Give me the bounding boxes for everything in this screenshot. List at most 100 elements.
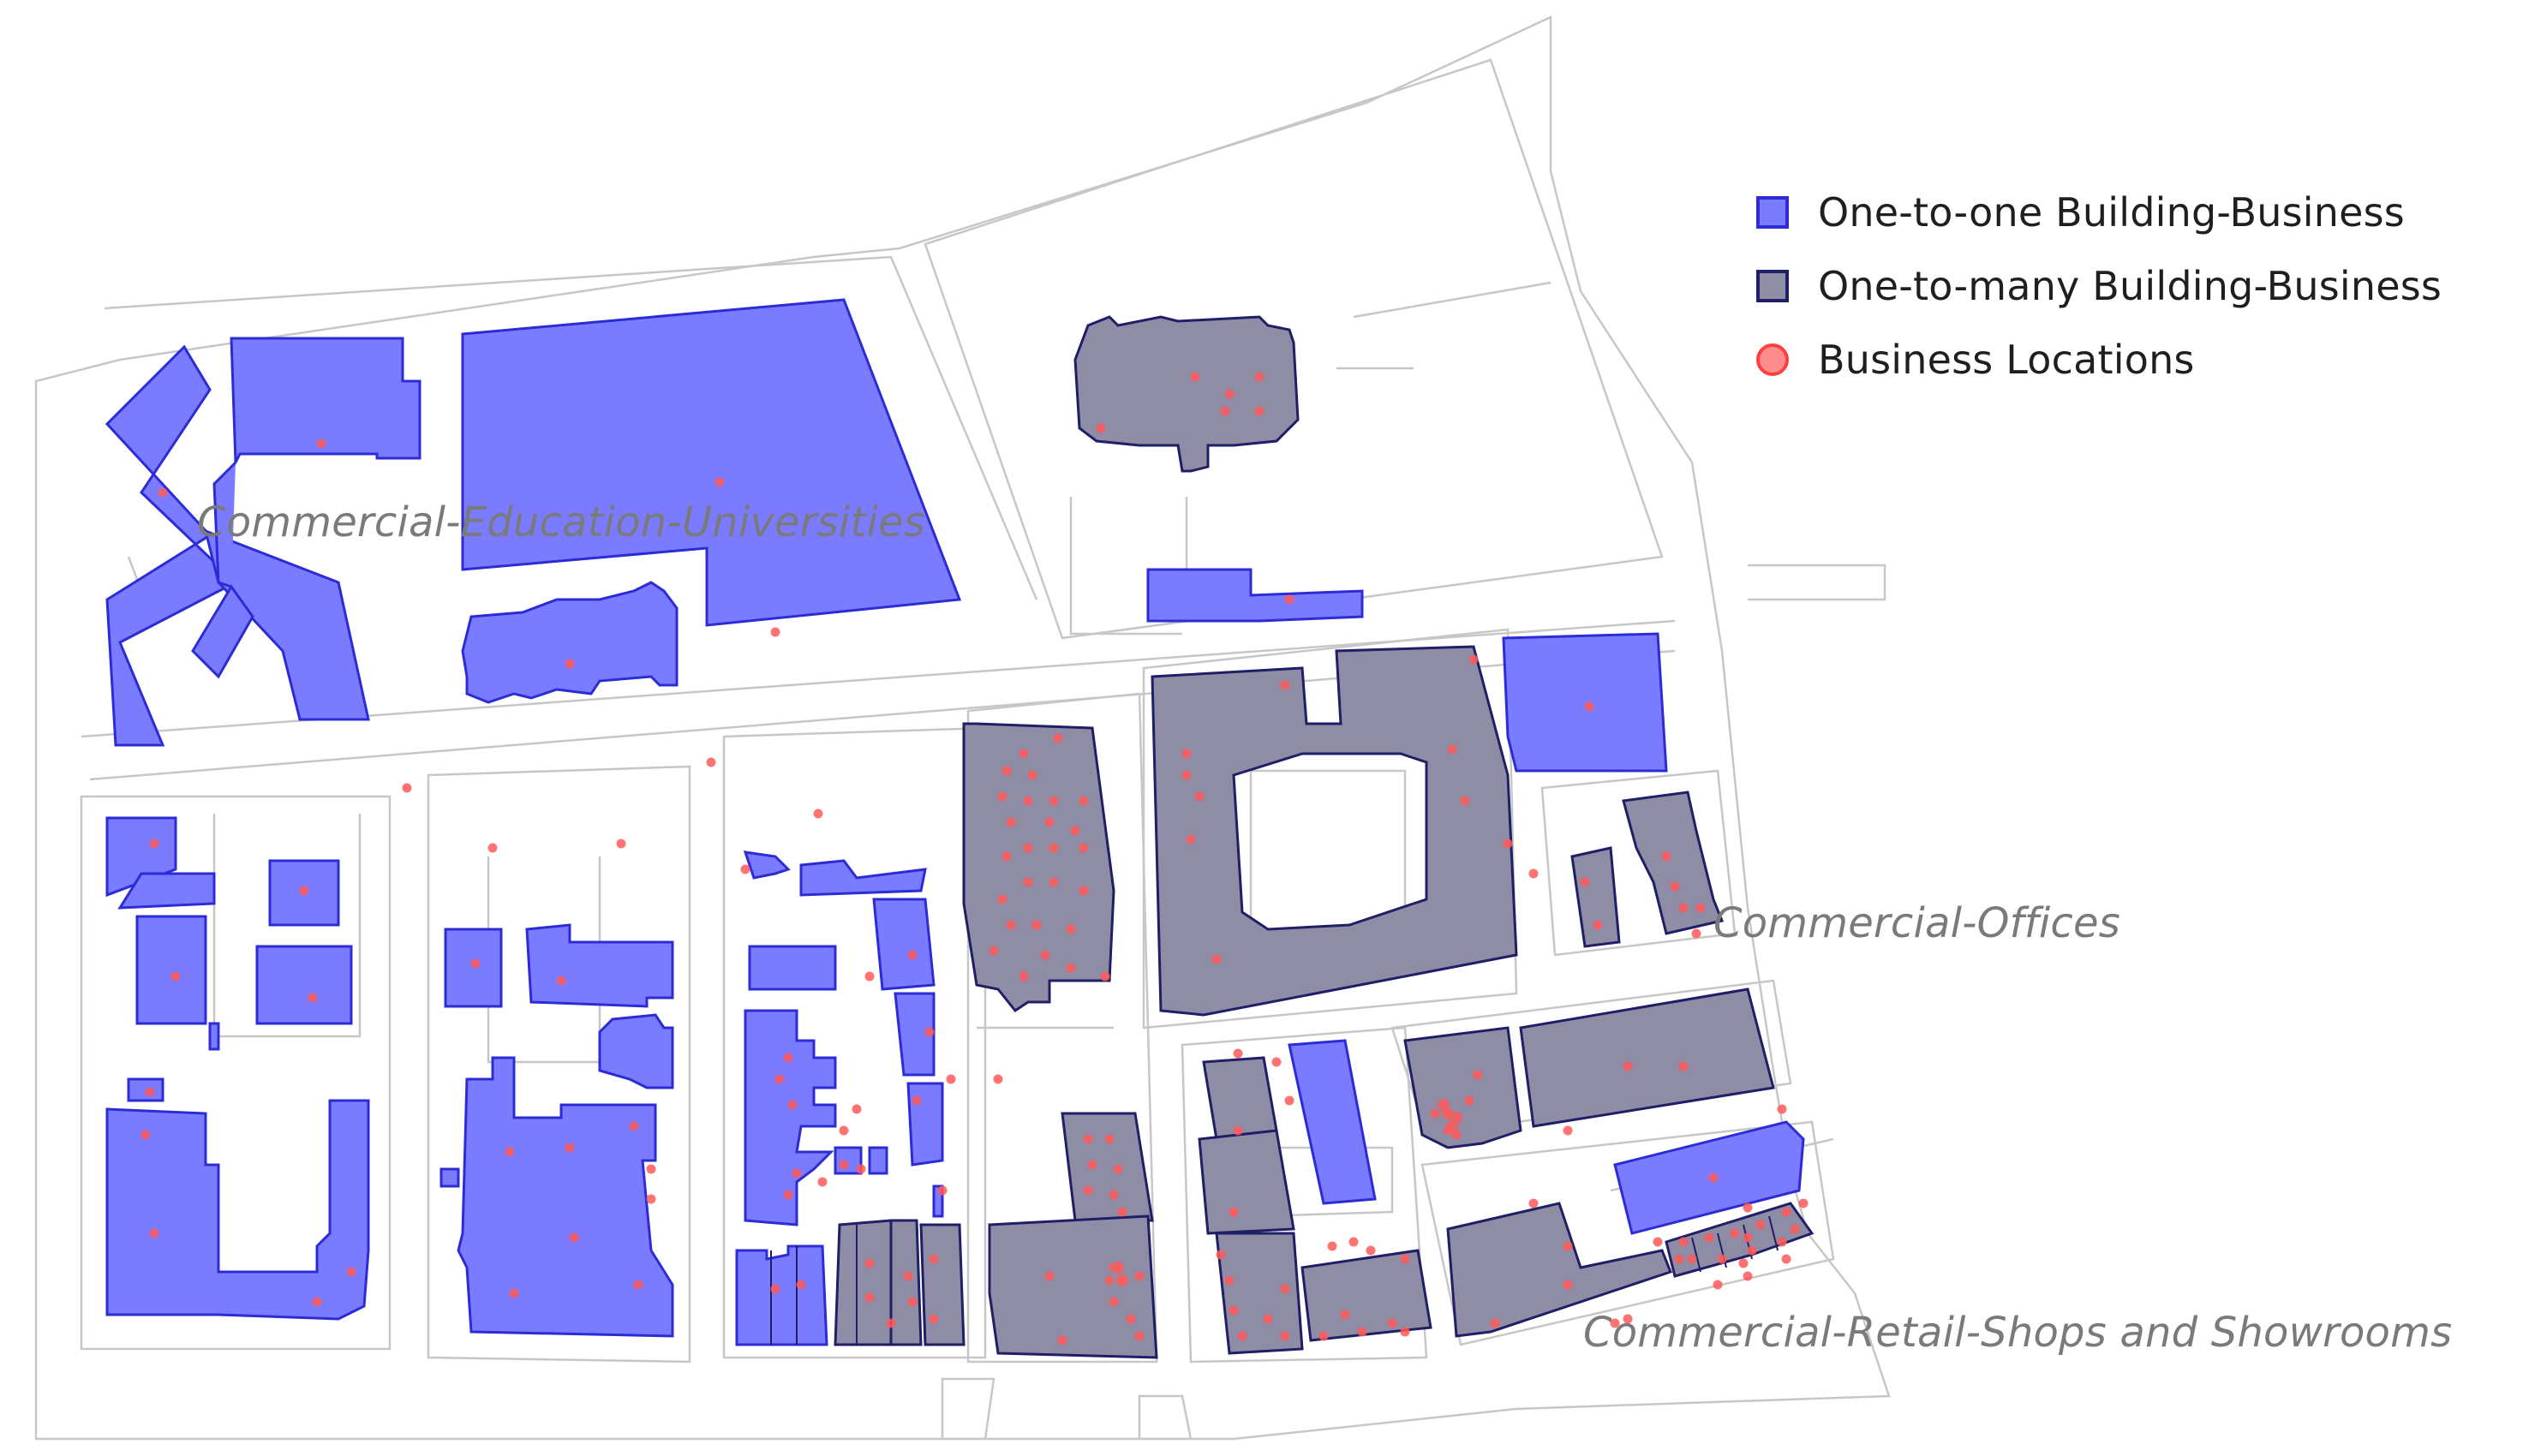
- business-location-dot: [1066, 963, 1076, 973]
- blue-square-icon: [1756, 196, 1789, 229]
- business-location-dot: [1318, 1331, 1329, 1341]
- building-center-south1: [1061, 1112, 1154, 1222]
- business-location-dot: [770, 1284, 780, 1294]
- business-location-dot: [1070, 826, 1080, 836]
- business-location-dot: [1584, 701, 1594, 712]
- building-n1: [743, 850, 791, 880]
- business-location-dot: [1181, 749, 1192, 759]
- business-location-dot: [997, 894, 1007, 904]
- business-location-dot: [1528, 868, 1539, 879]
- business-location-dot: [907, 950, 918, 960]
- business-location-dot: [1400, 1254, 1410, 1264]
- business-location-dot: [1083, 1134, 1093, 1144]
- business-location-dot: [1661, 851, 1671, 862]
- building-office-b: [1622, 791, 1725, 935]
- block-south-center: [1181, 1026, 1428, 1364]
- business-locations: [140, 372, 1809, 1346]
- business-location-dot: [1049, 796, 1059, 806]
- south-stub: [941, 1377, 995, 1441]
- building-w-complex: [105, 1099, 370, 1321]
- business-location-dot: [864, 1292, 875, 1303]
- business-location-dot: [903, 1271, 913, 1281]
- business-location-dot: [1117, 1207, 1127, 1217]
- business-location-dot: [1040, 950, 1050, 960]
- business-location-dot: [1134, 1331, 1145, 1341]
- business-location-dot: [1678, 1237, 1689, 1247]
- business-location-dot: [556, 976, 566, 986]
- business-location-dot: [1743, 1271, 1753, 1281]
- business-location-dot: [993, 1074, 1003, 1084]
- one-to-one-buildings: [105, 298, 1805, 1346]
- business-location-dot: [1460, 796, 1470, 806]
- business-location-dot: [740, 864, 750, 874]
- business-location-dot: [924, 1027, 935, 1037]
- business-location-dot: [646, 1194, 656, 1204]
- business-location-dot: [839, 1160, 849, 1170]
- business-location-dot: [706, 757, 716, 767]
- business-location-dot: [946, 1074, 956, 1084]
- business-location-dot: [770, 627, 780, 637]
- building-university-main: [461, 298, 962, 627]
- business-location-dot: [1430, 1108, 1440, 1119]
- business-location-dot: [1006, 920, 1016, 930]
- business-location-dot: [1691, 928, 1701, 939]
- business-location-dot: [1083, 1185, 1093, 1196]
- business-location-dot: [1357, 1327, 1367, 1337]
- business-location-dot: [1263, 1314, 1273, 1324]
- east-street-stub: [1748, 564, 1886, 601]
- district-boundary: [34, 15, 1891, 1441]
- building-sq-south-2: [1198, 1129, 1295, 1235]
- business-location-dot: [1224, 1275, 1235, 1286]
- business-location-dot: [1096, 423, 1106, 433]
- business-location-dot: [633, 1280, 643, 1290]
- business-location-dot: [1181, 770, 1192, 780]
- business-location-dot: [308, 993, 318, 1003]
- business-location-dot: [1027, 770, 1037, 780]
- business-location-dot: [1790, 1224, 1800, 1234]
- business-location-dot: [1678, 1061, 1689, 1071]
- business-location-dot: [997, 791, 1007, 802]
- business-location-dot: [1019, 971, 1029, 982]
- zone-label-education: Commercial-Education-Universities: [197, 498, 925, 546]
- business-location-dot: [1053, 733, 1063, 743]
- business-location-dot: [1610, 1318, 1620, 1328]
- business-location-dot: [1229, 1305, 1239, 1316]
- business-location-dot: [1280, 1284, 1290, 1294]
- business-location-dot: [470, 958, 481, 969]
- business-location-dot: [1104, 1275, 1115, 1286]
- business-location-dot: [1186, 834, 1196, 844]
- education-block-edge: [104, 255, 1038, 600]
- business-location-dot: [1438, 1099, 1450, 1111]
- business-location-dot: [1216, 1250, 1226, 1260]
- business-location-dot: [929, 1254, 939, 1264]
- gray-square-icon: [1756, 270, 1789, 302]
- south-stub-2: [1138, 1394, 1193, 1441]
- building-east-left: [1403, 1026, 1522, 1149]
- building-east-main: [1519, 988, 1775, 1128]
- building-c2: [525, 923, 674, 1008]
- business-location-dot: [149, 1228, 159, 1238]
- legend-label-business-locations: Business Locations: [1818, 337, 2195, 383]
- building-center-hall: [962, 722, 1115, 1013]
- building-office-a: [1570, 846, 1621, 948]
- building-n5: [894, 992, 936, 1077]
- legend-label-one-to-many: One-to-many Building-Business: [1818, 263, 2442, 309]
- business-location-dot: [299, 886, 309, 896]
- business-location-dot: [856, 1164, 866, 1174]
- business-location-dot: [1713, 1280, 1723, 1290]
- business-location-dot: [402, 783, 412, 793]
- business-location-dot: [1747, 1245, 1757, 1256]
- business-location-dot: [1717, 1254, 1727, 1264]
- block-center-west: [427, 765, 691, 1364]
- business-location-dot: [937, 1185, 948, 1196]
- church-block-edge: [924, 58, 1664, 640]
- business-location-dot: [1730, 1228, 1740, 1238]
- business-location-dot: [149, 838, 159, 849]
- business-location-dot: [1224, 389, 1235, 399]
- business-location-dot: [783, 1190, 793, 1200]
- business-location-dot: [1079, 796, 1089, 806]
- building-strip-2: [889, 1219, 923, 1346]
- business-location-dot: [1738, 1258, 1749, 1268]
- business-location-dot: [1623, 1314, 1633, 1324]
- business-location-dot: [1340, 1310, 1350, 1320]
